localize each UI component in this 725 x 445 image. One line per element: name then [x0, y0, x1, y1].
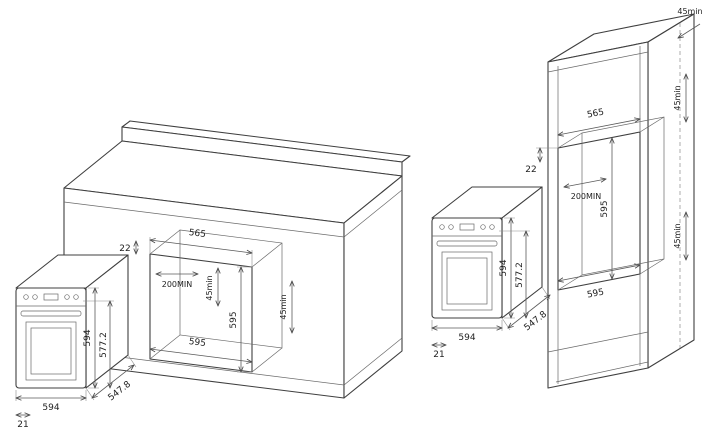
dim-column-upper-clearance: 45min — [673, 85, 682, 110]
column-top-clearance-leader — [678, 23, 701, 38]
oven-knob — [480, 224, 486, 230]
dim-niche-top-gap: 45min — [205, 275, 214, 300]
dim-column-min-depth: 200MIN — [571, 192, 602, 201]
cabinet-shelf-line — [547, 331, 649, 353]
dim-column-offset: 22 — [525, 165, 536, 175]
dim-column-lower-clearance: 45min — [673, 223, 682, 248]
oven-knob — [32, 294, 38, 300]
oven-front-face — [15, 287, 87, 389]
oven-display — [459, 223, 475, 231]
column-lower-interior-lines — [557, 274, 641, 384]
column-top-width-dim — [558, 119, 640, 135]
oven-door — [25, 321, 77, 381]
dim-niche-rear-gap: 45min — [279, 294, 288, 319]
oven-handle — [436, 240, 498, 247]
oven-knob — [448, 224, 454, 230]
dim-column-top-clearance: 45min — [677, 7, 702, 16]
right-oven-drawing: 594 577.2 594 21 547.8 — [431, 186, 550, 360]
oven-display — [43, 293, 59, 301]
oven-door-window — [446, 257, 488, 305]
dim-oven-plinth: 21 — [17, 420, 28, 430]
oven-door — [441, 251, 493, 311]
cabinet-right-face — [647, 13, 695, 369]
oven-depth-dim — [92, 365, 134, 398]
dim-niche-min-depth: 200MIN — [162, 280, 193, 289]
dim-oven-front-height: 577.2 — [515, 262, 525, 288]
dim-column-bottom-width: 595 — [586, 287, 605, 300]
dim-oven-height: 594 — [499, 259, 509, 276]
dim-oven-front-height: 577.2 — [99, 332, 109, 358]
dim-oven-width: 594 — [458, 333, 475, 343]
dim-niche-top-width: 565 — [188, 228, 206, 240]
column-niche-depth-edges — [557, 116, 665, 291]
cabinet-front-face — [547, 41, 649, 389]
oven-knob — [439, 224, 445, 230]
column-niche-dimensions: 45min 45min 565 22 200MIN 595 595 45min — [525, 7, 702, 301]
oven-door-window — [30, 327, 72, 375]
dim-oven-plinth: 21 — [433, 350, 444, 360]
oven-knob — [64, 294, 70, 300]
dim-oven-width: 594 — [42, 403, 59, 413]
counter-cabinet-drawing: 565 22 200MIN 45min 595 595 45min — [63, 120, 411, 399]
oven-depth-dim — [508, 295, 550, 328]
oven-front-face — [431, 217, 503, 319]
oven-knob — [489, 224, 495, 230]
tall-cabinet-drawing: 45min 45min 565 22 200MIN 595 595 45min — [525, 7, 703, 389]
dim-niche-bottom-width: 595 — [188, 337, 206, 349]
dim-oven-height: 594 — [83, 329, 93, 346]
worktop-thickness-line — [63, 189, 403, 238]
oven-width-ext-lines — [15, 390, 87, 401]
left-oven-drawing: 594 577.2 594 21 547.8 — [15, 254, 137, 430]
cabinet-top-panel-line — [547, 51, 649, 73]
column-bottom-width-dim — [558, 265, 640, 281]
niche-top-width-dim — [150, 240, 252, 253]
column-min-depth-dim — [564, 179, 606, 187]
cabinet-plinth-line — [555, 361, 649, 383]
counter-right-face — [343, 175, 403, 399]
niche-dimensions: 565 22 200MIN 45min 595 595 45min — [119, 228, 292, 372]
oven-knob — [73, 294, 79, 300]
dim-niche-height: 595 — [229, 311, 239, 328]
oven-width-ext-lines — [431, 320, 503, 331]
niche-bottom-width-dim — [150, 349, 252, 362]
oven-knob — [23, 294, 29, 300]
oven-handle — [20, 310, 82, 317]
dim-niche-offset: 22 — [119, 244, 130, 254]
dim-column-height: 595 — [600, 200, 610, 217]
dim-column-top-width: 565 — [586, 107, 605, 120]
